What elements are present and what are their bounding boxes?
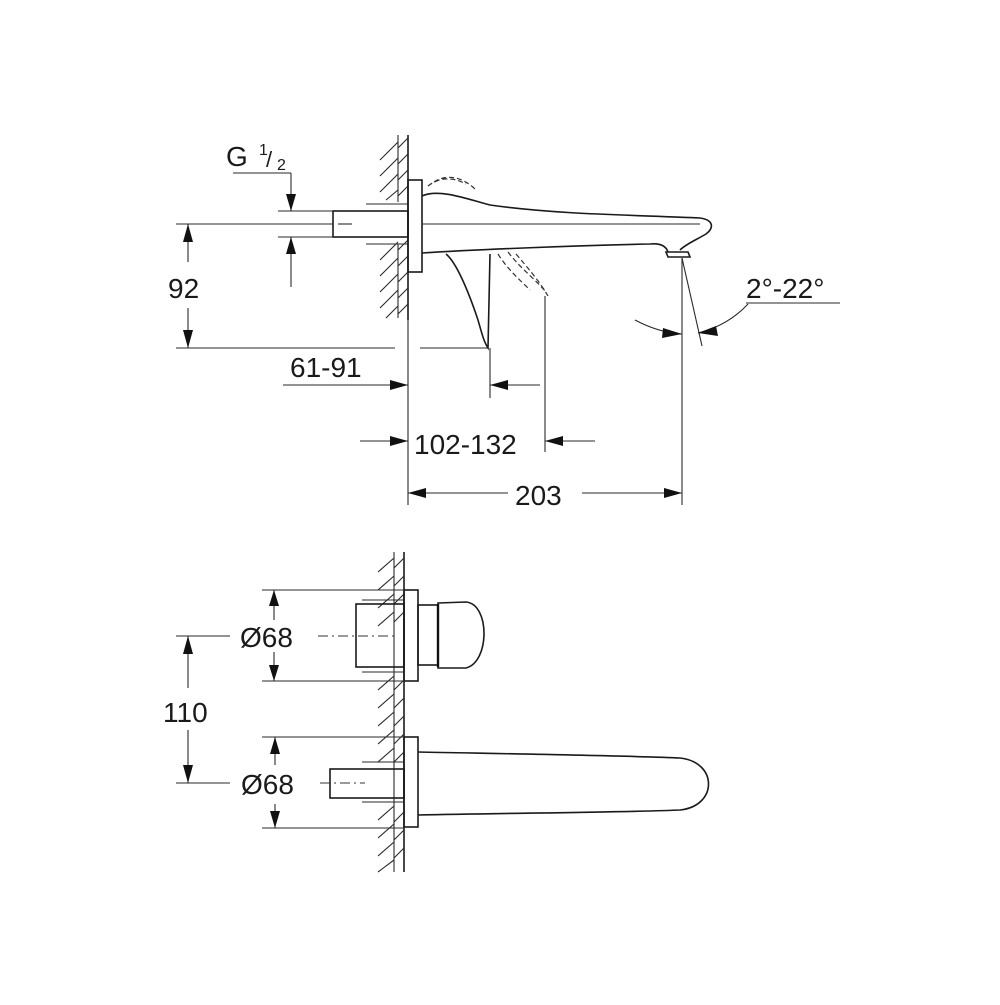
thread-label-slash: / [266,147,273,172]
lever-reach-label: 102-132 [414,429,517,460]
front-view: Ø68 Ø68 110 [163,552,710,873]
spout-diameter-label: Ø68 [241,769,294,800]
thread-label-numerator: 1 [259,142,268,159]
handle-diameter-label: Ø68 [240,622,293,653]
thread-label-denominator: 2 [277,157,286,174]
height-dimension-label: 92 [168,273,199,304]
wall-flange [407,179,423,273]
wall-hatching-bottom [362,552,405,873]
handle-knob [437,601,485,669]
wall-projection-label: 61-91 [290,352,362,383]
center-distance-label: 110 [163,697,208,728]
side-view: G 1 / 2 92 61-91 [168,135,840,511]
lever-side [445,253,491,351]
aerator-angle-label: 2°-22° [746,273,824,304]
spout-front [417,751,710,816]
spout-length-label: 203 [515,480,562,511]
wall-hatching-top [366,135,409,320]
thread-label: G [226,141,248,172]
spout-side [421,192,713,254]
handle-flange [403,589,419,682]
spout-flange [403,736,419,828]
